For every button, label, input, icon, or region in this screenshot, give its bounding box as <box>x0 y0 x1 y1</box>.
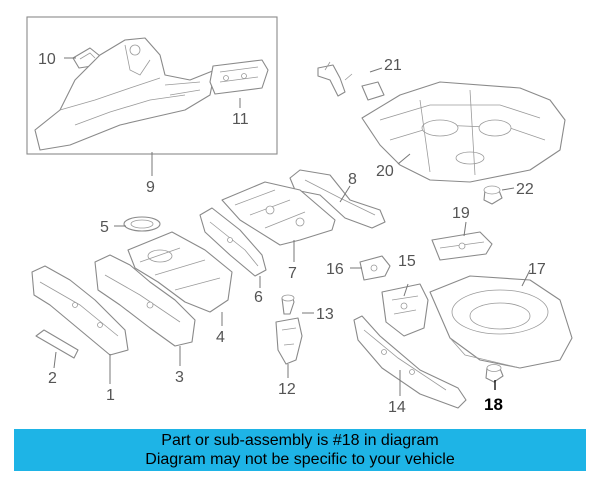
part-7-floor-panel[interactable] <box>221 181 336 246</box>
callout-17: 17 <box>528 261 546 278</box>
callout-18-highlighted: 18 <box>484 395 503 414</box>
callout-14: 14 <box>388 399 406 416</box>
info-banner: Part or sub-assembly is #18 in diagram D… <box>14 429 586 471</box>
part-16-bracket[interactable] <box>359 255 391 281</box>
part-5-seal-ring[interactable] <box>123 216 161 232</box>
callout-4: 4 <box>216 329 225 346</box>
callout-9: 9 <box>146 179 155 196</box>
banner-line-1: Part or sub-assembly is #18 in diagram <box>161 432 439 449</box>
part-22-plug[interactable] <box>483 185 503 205</box>
callout-11: 11 <box>232 111 249 128</box>
part-18-plug[interactable] <box>485 364 504 383</box>
part-21-bracket[interactable] <box>317 61 385 101</box>
part-6-rail[interactable] <box>199 207 267 277</box>
part-14-side-rail[interactable] <box>353 315 467 409</box>
callout-2: 2 <box>48 370 57 387</box>
part-12-bracket[interactable] <box>275 317 303 365</box>
part-3-floor-section[interactable] <box>94 254 196 347</box>
callout-13: 13 <box>316 306 334 323</box>
part-15-bracket[interactable] <box>381 283 429 337</box>
banner-line-2: Diagram may not be specific to your vehi… <box>145 451 455 468</box>
part-19-bracket[interactable] <box>431 231 493 261</box>
part-4-floor-pan[interactable] <box>127 231 233 313</box>
callout-6: 6 <box>254 289 263 306</box>
part-20-floor-pan[interactable] <box>361 81 566 183</box>
leader-lines <box>53 57 531 396</box>
part-17-spare-tire-tub[interactable] <box>429 275 573 369</box>
callout-16: 16 <box>326 261 344 278</box>
part-1-side-panel[interactable] <box>31 265 129 356</box>
callout-3: 3 <box>175 369 184 386</box>
callout-20: 20 <box>376 163 394 180</box>
part-13-bolt[interactable] <box>281 294 295 315</box>
callout-1: 1 <box>106 387 115 404</box>
callout-10: 10 <box>38 51 56 68</box>
parts-diagram: 10 11 9 5 1 2 3 4 6 7 8 13 12 14 15 16 1… <box>26 16 573 416</box>
callout-7: 7 <box>288 265 297 282</box>
callout-19: 19 <box>452 205 470 222</box>
callout-12: 12 <box>278 381 296 398</box>
callout-21: 21 <box>384 57 402 74</box>
part-8-crossmember[interactable] <box>289 169 386 229</box>
callout-22: 22 <box>516 181 534 198</box>
callout-8: 8 <box>348 171 357 188</box>
callout-5: 5 <box>100 219 109 236</box>
rear-rail-assembly[interactable] <box>34 37 216 151</box>
part-11-bracket[interactable] <box>209 59 269 95</box>
callout-15: 15 <box>398 253 416 270</box>
part-2-plate[interactable] <box>35 329 79 359</box>
